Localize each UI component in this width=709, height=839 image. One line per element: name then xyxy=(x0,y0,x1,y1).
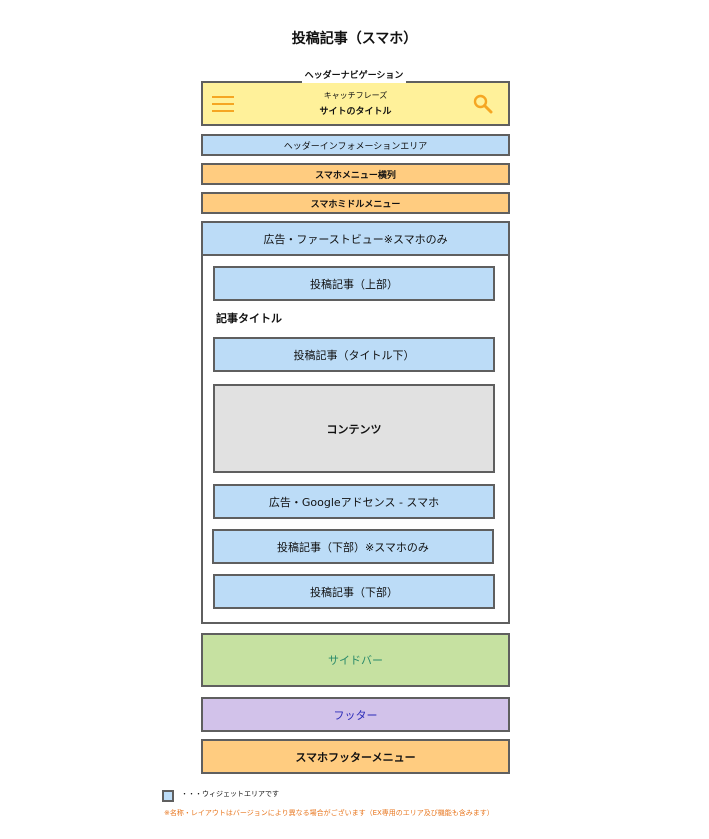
article-bottom-sp-widget: 投稿記事（下部）※スマホのみ xyxy=(212,529,494,564)
article-title: 記事タイトル xyxy=(216,312,282,325)
adsense-widget: 広告・Googleアドセンス - スマホ xyxy=(213,484,495,519)
page-title: 投稿記事（スマホ） xyxy=(291,31,418,47)
header-information-area: ヘッダーインフォメーションエリア xyxy=(201,134,510,156)
widget-legend-swatch xyxy=(162,790,174,802)
smartphone-footer-menu: スマホフッターメニュー xyxy=(201,739,510,774)
footer: フッター xyxy=(201,697,510,732)
smartphone-middle-menu: スマホミドルメニュー xyxy=(201,192,510,214)
ad-first-view: 広告・ファーストビュー※スマホのみ xyxy=(201,221,510,256)
search-icon xyxy=(473,94,493,114)
footnote: ※名称・レイアウトはバージョンにより異なる場合がございます（EX専用のエリア及び… xyxy=(164,809,494,817)
catchphrase: キャッチフレーズ xyxy=(323,91,388,100)
header-navigation-label: ヘッダーナビゲーション xyxy=(302,70,406,83)
legend-text: ・・・ウィジェットエリアです xyxy=(181,790,279,798)
site-title: サイトのタイトル xyxy=(319,107,392,117)
hamburger-menu-icon xyxy=(212,94,234,114)
smartphone-menu-row: スマホメニュー横列 xyxy=(201,163,510,185)
content-area: コンテンツ xyxy=(213,384,495,473)
sidebar: サイドバー xyxy=(201,633,510,687)
article-top-widget: 投稿記事（上部） xyxy=(213,266,495,301)
below-title-widget: 投稿記事（タイトル下） xyxy=(213,337,495,372)
article-bottom-widget: 投稿記事（下部） xyxy=(213,574,495,609)
